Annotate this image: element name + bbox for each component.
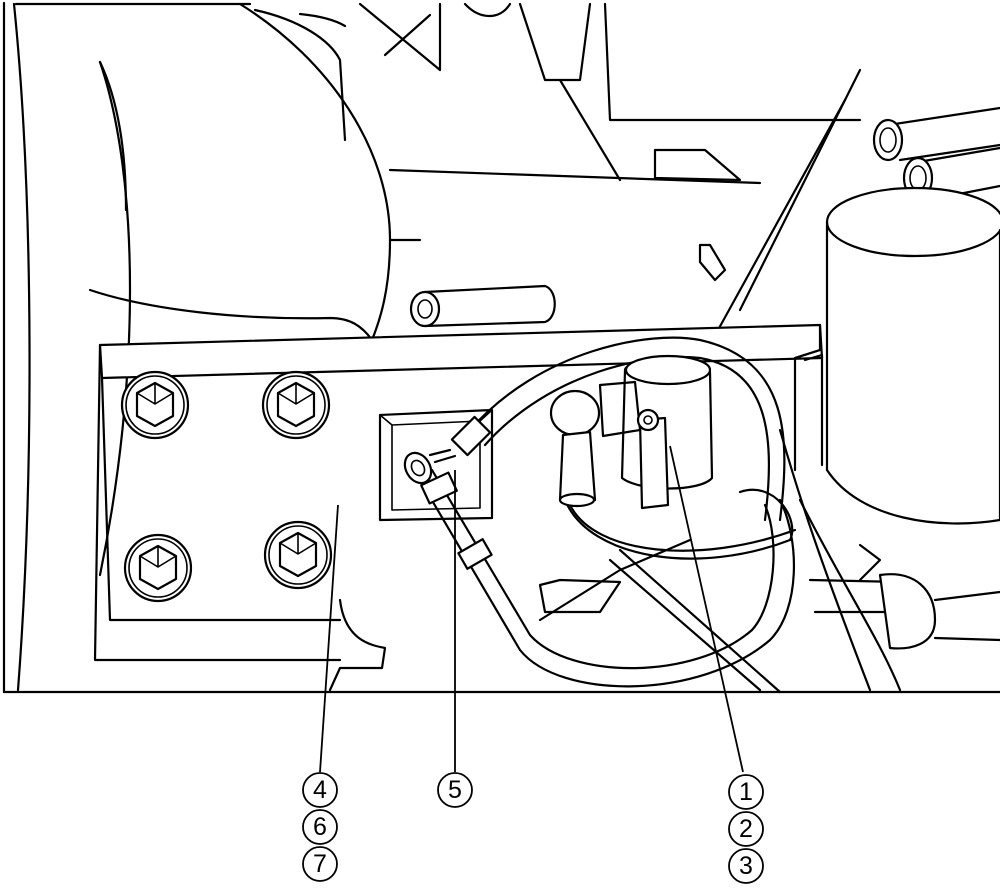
callout-6: 6 — [302, 809, 338, 845]
svg-text:5: 5 — [448, 776, 462, 804]
upper-frame — [358, 2, 862, 182]
leader-line-1 — [669, 445, 744, 773]
svg-text:3: 3 — [739, 852, 753, 880]
svg-text:2: 2 — [739, 815, 753, 843]
callout-5: 5 — [437, 772, 473, 808]
mounting-plate — [93, 323, 824, 692]
bolt-bottom-left — [123, 533, 193, 603]
svg-text:4: 4 — [313, 776, 327, 804]
locating-pin — [409, 284, 556, 328]
switch-body — [549, 354, 794, 542]
canister-hose — [538, 543, 1000, 650]
diagonal-brace — [698, 68, 862, 332]
svg-text:6: 6 — [313, 813, 327, 841]
callout-1: 1 — [728, 774, 764, 810]
bolt-top-right — [261, 370, 331, 440]
wheel-drum — [12, 2, 132, 692]
svg-text:1: 1 — [739, 778, 753, 806]
canister — [825, 186, 1000, 525]
leader-lines — [319, 445, 744, 773]
hose-lines — [418, 336, 902, 694]
callout-2: 2 — [728, 811, 764, 847]
callout-group-right: 1 2 3 — [728, 774, 764, 884]
bolt-bottom-right — [263, 520, 333, 590]
leader-line-4 — [319, 504, 339, 773]
callout-7: 7 — [302, 846, 338, 882]
illustration-frame — [2, 1, 1000, 694]
callout-4: 4 — [302, 772, 338, 808]
bolt-top-left — [120, 370, 190, 440]
svg-text:7: 7 — [313, 850, 327, 878]
callout-3: 3 — [728, 848, 764, 884]
upper-housing — [14, 2, 762, 342]
callout-group-middle: 5 — [437, 772, 473, 808]
callout-group-left: 4 6 7 — [302, 772, 338, 882]
hose-connector — [403, 415, 493, 570]
pipe-fittings — [872, 106, 1000, 202]
